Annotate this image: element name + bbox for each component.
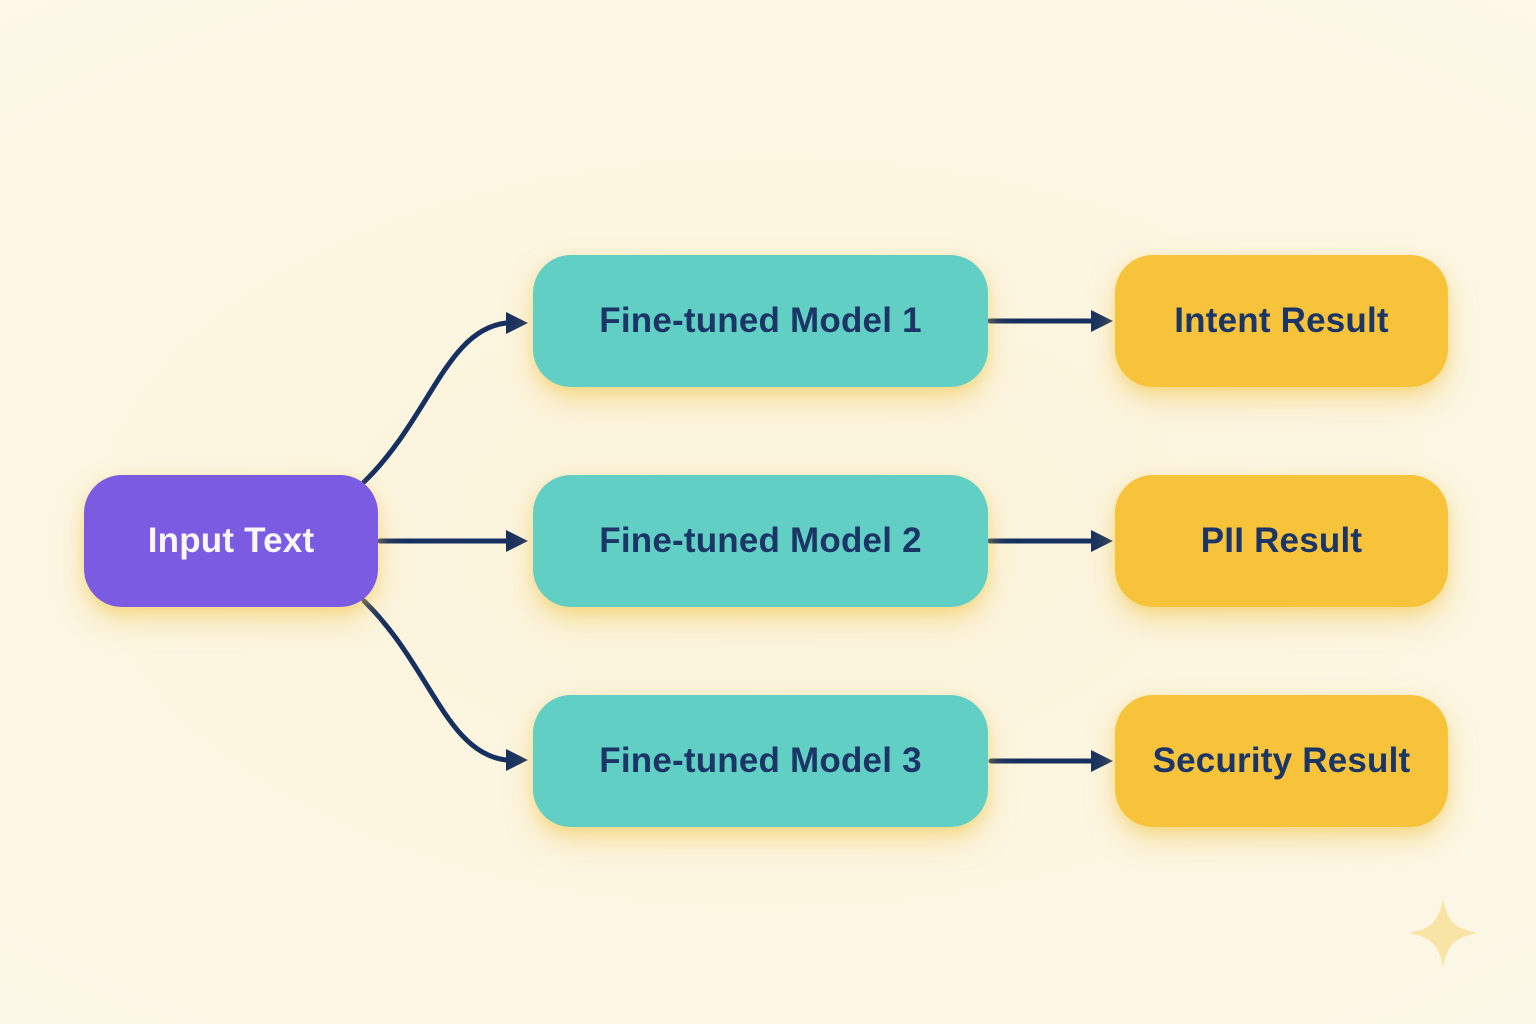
security-result-node: Security Result — [1115, 695, 1448, 827]
intent-result-label: Intent Result — [1174, 301, 1389, 340]
pii-result-label: PII Result — [1200, 521, 1363, 560]
arrow-input-to-model-1 — [361, 312, 528, 485]
arrow-model-2-to-result — [987, 530, 1113, 552]
model-3-label: Fine-tuned Model 3 — [599, 741, 922, 780]
model-2-label: Fine-tuned Model 2 — [599, 521, 922, 560]
arrow-input-to-model-2 — [377, 530, 528, 552]
model-3-node: Fine-tuned Model 3 — [533, 695, 988, 827]
input-text-label: Input Text — [147, 521, 315, 560]
pii-result-node: PII Result — [1115, 475, 1448, 607]
input-text-node: Input Text — [84, 475, 378, 607]
model-1-label: Fine-tuned Model 1 — [599, 301, 922, 340]
arrow-model-3-to-result — [988, 750, 1113, 772]
model-1-node: Fine-tuned Model 1 — [533, 255, 988, 387]
model-2-node: Fine-tuned Model 2 — [533, 475, 988, 607]
arrow-model-1-to-result — [987, 310, 1113, 332]
sparkle-icon — [1409, 899, 1477, 967]
intent-result-node: Intent Result — [1115, 255, 1448, 387]
arrow-input-to-model-3 — [361, 598, 528, 771]
security-result-label: Security Result — [1152, 741, 1411, 780]
